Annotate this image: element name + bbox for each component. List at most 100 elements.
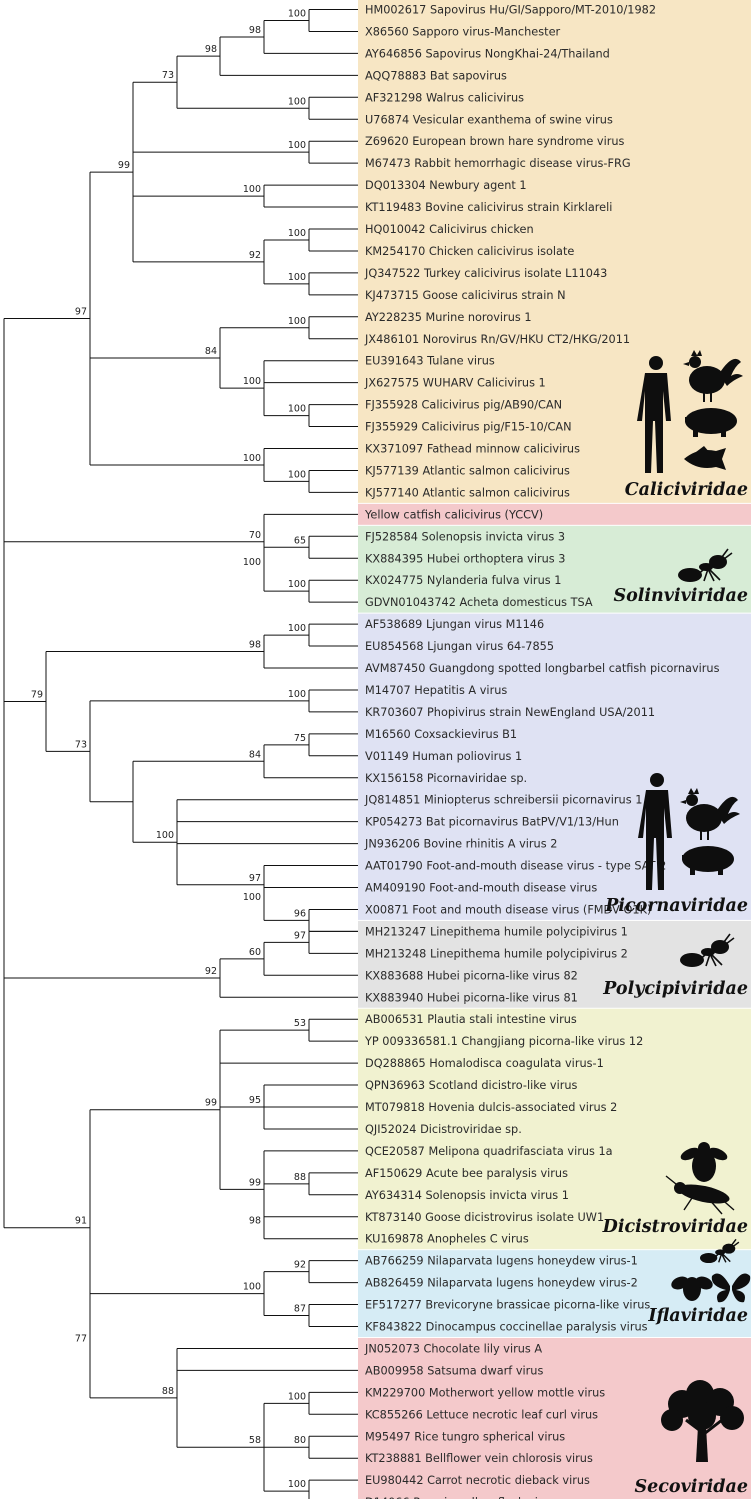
ant-icon: [678, 548, 733, 582]
family-band: [358, 613, 751, 920]
leaf-label: FJ355929 Calicivirus pig/F15-10/CAN: [365, 421, 572, 434]
leaf-label: QJI52024 Dicistroviridae sp.: [365, 1123, 522, 1136]
bootstrap-value: 96: [294, 908, 306, 919]
leaf-label: KF843822 Dinocampus coccinellae paralysi…: [365, 1321, 648, 1334]
leaf-label: M16560 Coxsackievirus B1: [365, 728, 517, 741]
bootstrap-value: 92: [205, 966, 217, 977]
leaf-label: FJ355928 Calicivirus pig/AB90/CAN: [365, 399, 562, 412]
bootstrap-value: 99: [205, 1098, 217, 1109]
bootstrap-value: 97: [249, 873, 261, 884]
bootstrap-value: 88: [294, 1172, 306, 1183]
leaf-label: EU980442 Carrot necrotic dieback virus: [365, 1474, 590, 1487]
leaf-label: DQ288865 Homalodisca coagulata virus-1: [365, 1057, 604, 1070]
leaf-label: AVM87450 Guangdong spotted longbarbel ca…: [365, 662, 720, 675]
leaf-label: JQ814851 Miniopterus schreibersii picorn…: [364, 794, 642, 807]
leaf-label: Z69620 European brown hare syndrome viru…: [365, 135, 625, 148]
leaf-label: EF517277 Brevicoryne brassicae picorna-l…: [365, 1299, 650, 1312]
bootstrap-value: 100: [288, 689, 306, 700]
bootstrap-value: 100: [243, 892, 261, 903]
leaf-label: V01149 Human poliovirus 1: [365, 750, 522, 763]
bootstrap-value: 77: [75, 1334, 87, 1345]
leaf-label: AQQ78883 Bat sapovirus: [365, 69, 507, 82]
tree-icon: [661, 1380, 744, 1462]
family-label-picornaviridae: Picornaviridae: [604, 896, 748, 916]
bootstrap-value: 91: [75, 1216, 87, 1227]
bootstrap-value: 100: [243, 557, 261, 568]
leaf-label: AB826459 Nilaparvata lugens honeydew vir…: [365, 1277, 638, 1290]
bootstrap-value: 75: [294, 733, 306, 744]
leaf-label: EU391643 Tulane virus: [365, 355, 495, 368]
bootstrap-value: 100: [288, 404, 306, 415]
bootstrap-value: 100: [156, 830, 174, 841]
leaf-label: KM229700 Motherwort yellow mottle virus: [365, 1386, 605, 1399]
leaf-label: KJ577139 Atlantic salmon calicivirus: [365, 464, 570, 477]
leaf-label: KT873140 Goose dicistrovirus isolate UW1: [365, 1211, 604, 1224]
bootstrap-value: 84: [205, 346, 217, 357]
bootstrap-value: 73: [75, 739, 87, 750]
family-label-caliciviridae: Caliciviridae: [625, 480, 748, 500]
leaf-label: FJ528584 Solenopsis invicta virus 3: [365, 530, 565, 543]
leaf-label: KX883688 Hubei picorna-like virus 82: [365, 969, 578, 982]
family-band: [358, 1337, 751, 1499]
bootstrap-value: 65: [294, 535, 306, 546]
leaf-label: JQ347522 Turkey calicivirus isolate L110…: [364, 267, 607, 280]
leaf-label: GDVN01043742 Acheta domesticus TSA: [365, 596, 593, 609]
bootstrap-value: 92: [294, 1260, 306, 1271]
leaf-label: AF538689 Ljungan virus M1146: [365, 618, 544, 631]
leaf-label: AAT01790 Foot-and-mouth disease virus - …: [365, 860, 666, 873]
bootstrap-value: 100: [288, 8, 306, 19]
bootstrap-value: 95: [249, 1095, 261, 1106]
bootstrap-value: 100: [288, 579, 306, 590]
leaf-label: AB766259 Nilaparvata lugens honeydew vir…: [365, 1255, 638, 1268]
leaf-label: D14066 Parsnip yellow fleck virus: [365, 1496, 556, 1499]
bootstrap-value: 98: [205, 44, 217, 55]
leaf-label: X86560 Sapporo virus-Manchester: [365, 25, 561, 38]
bootstrap-value: 100: [243, 1282, 261, 1293]
bootstrap-value: 100: [243, 453, 261, 464]
leaf-label: MT079818 Hovenia dulcis-associated virus…: [365, 1101, 617, 1114]
pig-icon: [682, 846, 734, 875]
leaf-label: JX627575 WUHARV Calicivirus 1: [364, 377, 546, 390]
leaf-label: M67473 Rabbit hemorrhagic disease virus-…: [365, 157, 631, 170]
bootstrap-value: 100: [288, 1479, 306, 1490]
family-label-secoviridae: Secoviridae: [635, 1477, 749, 1497]
bootstrap-value: 99: [118, 160, 130, 171]
leaf-label: KC855266 Lettuce necrotic leaf curl viru…: [365, 1408, 598, 1421]
leaf-label: JN936206 Bovine rhinitis A virus 2: [364, 838, 557, 851]
leaf-label: YP 009336581.1 Changjiang picorna-like v…: [364, 1035, 643, 1048]
leaf-label: HQ010042 Calicivirus chicken: [365, 223, 534, 236]
leaf-label: KT119483 Bovine calicivirus strain Kirkl…: [365, 201, 612, 214]
fish-icon: [684, 446, 726, 470]
bootstrap-value: 100: [243, 376, 261, 387]
leaf-label: KX024775 Nylanderia fulva virus 1: [365, 574, 561, 587]
bootstrap-value: 100: [288, 96, 306, 107]
leaf-label: KX156158 Picornaviridae sp.: [365, 772, 527, 785]
family-label-solinviviridae: Solinviviridae: [613, 586, 748, 606]
human-icon: [638, 773, 672, 890]
leaf-label: AY634314 Solenopsis invicta virus 1: [365, 1189, 569, 1202]
bootstrap-value: 87: [294, 1304, 306, 1315]
leaf-label: HM002617 Sapovirus Hu/GI/Sapporo/MT-2010…: [365, 4, 656, 17]
bootstrap-value: 99: [249, 1177, 261, 1188]
bootstrap-value: 80: [294, 1435, 306, 1446]
ant-icon: [700, 1238, 740, 1264]
leaf-label: EU854568 Ljungan virus 64-7855: [365, 640, 554, 653]
leaf-label: AF321298 Walrus calicivirus: [365, 91, 524, 104]
leaf-label: KM254170 Chicken calicivirus isolate: [365, 245, 574, 258]
leaf-label: DQ013304 Newbury agent 1: [365, 179, 527, 192]
bootstrap-value: 88: [162, 1386, 174, 1397]
bootstrap-value: 100: [288, 469, 306, 480]
leaf-label: QPN36963 Scotland dicistro-like virus: [365, 1079, 578, 1092]
bootstrap-value: 98: [249, 1216, 261, 1227]
leaf-label: QCE20587 Melipona quadrifasciata virus 1…: [365, 1145, 613, 1158]
leaf-label: M14707 Hepatitis A virus: [365, 684, 507, 697]
bootstrap-value: 98: [249, 25, 261, 36]
leaf-label: X00871 Foot and mouth disease virus (FMD…: [365, 903, 651, 916]
leaf-label: KP054273 Bat picornavirus BatPV/V1/13/Hu…: [365, 816, 619, 829]
bootstrap-value: 79: [31, 689, 43, 700]
bootstrap-value: 97: [75, 307, 87, 318]
bootstrap-value: 100: [243, 184, 261, 195]
leaf-label: KX371097 Fathead minnow calicivirus: [365, 443, 580, 456]
bootstrap-value: 60: [249, 947, 261, 958]
